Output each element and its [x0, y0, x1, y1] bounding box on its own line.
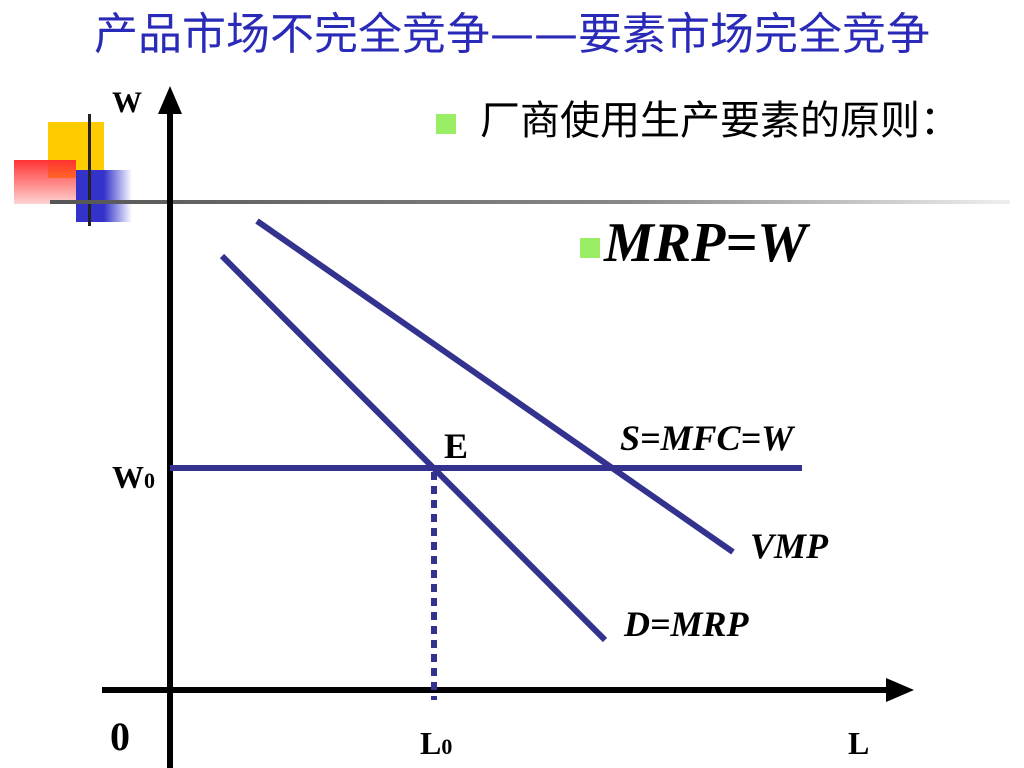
l0-label-sub: 0	[441, 734, 452, 759]
principle-text: 厂商使用生产要素的原则：	[480, 98, 960, 144]
w0-label-sub: 0	[144, 468, 155, 493]
x-axis-label: L	[848, 725, 869, 761]
vmp-label: VMP	[750, 526, 829, 566]
mrp-curve	[219, 253, 608, 643]
l0-label: L0	[420, 725, 452, 761]
supply-label: S=MFC=W	[620, 418, 796, 458]
deco-blue-square	[76, 170, 132, 222]
equilibrium-label: E	[444, 426, 468, 466]
mrp-label: D=MRP	[623, 604, 750, 644]
principle-bullet: 厂商使用生产要素的原则：	[436, 96, 996, 146]
bullet-square-icon	[436, 114, 456, 134]
l0-label-main: L	[420, 725, 441, 761]
x-axis-arrow-icon	[886, 678, 914, 702]
deco-red-square	[14, 160, 76, 204]
slide-title: 产品市场不完全竞争——要素市场完全竞争	[94, 9, 930, 60]
origin-label: 0	[110, 714, 130, 759]
y-axis-arrow-icon	[158, 86, 182, 114]
w0-label: W0	[112, 459, 155, 495]
w0-label-main: W	[112, 459, 144, 495]
y-axis-label: W	[112, 86, 142, 119]
vmp-curve	[255, 218, 735, 555]
rule-text: MRP=W	[604, 212, 808, 274]
deco-horizontal-line	[50, 200, 1010, 204]
deco-vertical-line	[88, 114, 91, 226]
bullet-square-icon	[580, 238, 600, 258]
rule-bullet: MRP=W	[580, 208, 807, 278]
